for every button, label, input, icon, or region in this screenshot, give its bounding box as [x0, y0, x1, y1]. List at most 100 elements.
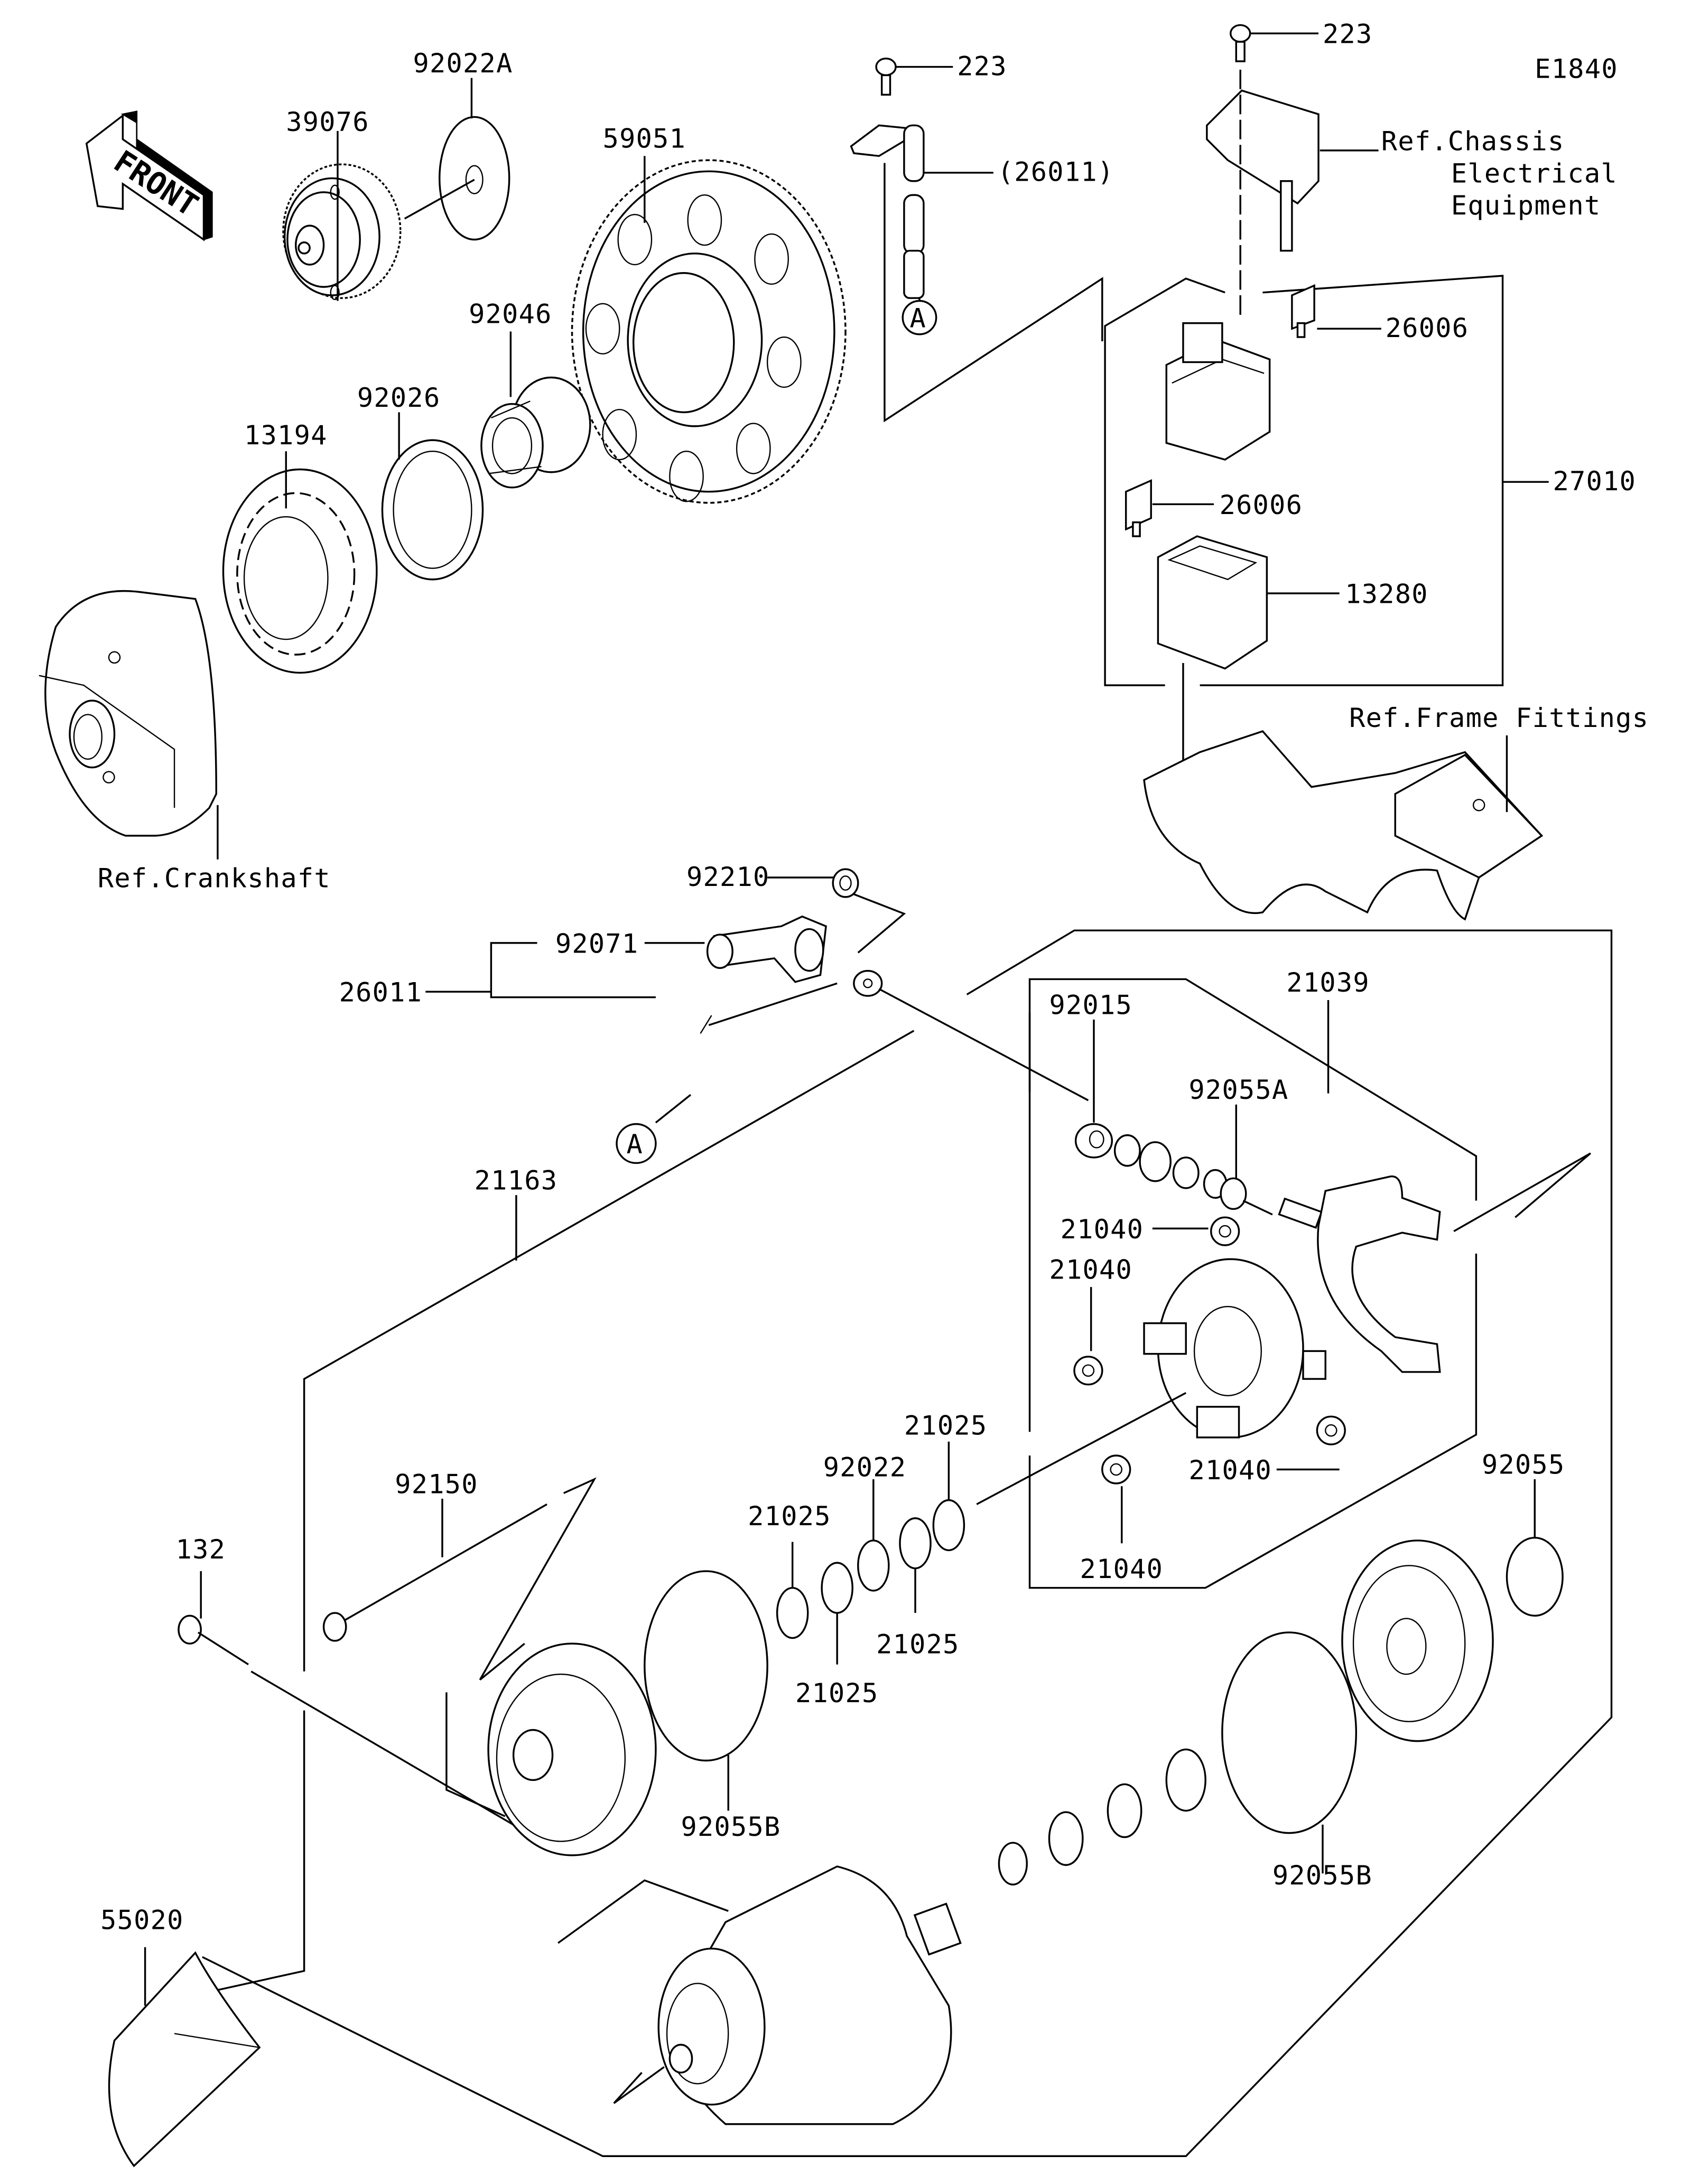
brush-group-outline [1028, 1253, 1478, 1589]
washer-inner [393, 451, 472, 569]
brush-plate [1143, 1258, 1326, 1439]
cable-26011-top [850, 124, 925, 299]
spring-21040-a [1210, 1216, 1240, 1246]
cable-26011 [700, 969, 883, 1034]
part-label-13280[interactable]: 13280 [1345, 578, 1428, 610]
part-label-26006-bottom[interactable]: 26006 [1220, 489, 1303, 520]
starter-armature [657, 1865, 962, 2125]
part-label-21163[interactable]: 21163 [475, 1165, 558, 1196]
bolt-132 [178, 1614, 249, 1666]
washer [1048, 1811, 1084, 1866]
part-label-92210[interactable]: 92210 [686, 861, 770, 892]
ref-chassis-line1[interactable]: Ref.Chassis [1381, 126, 1565, 157]
washer-hole [465, 165, 484, 194]
part-label-26006-top[interactable]: 26006 [1386, 312, 1469, 343]
fuse-26006-top [1291, 284, 1315, 338]
ref-frame-fittings[interactable]: Ref.Frame Fittings [1349, 702, 1649, 733]
relay-group-bracket [1104, 277, 1225, 686]
part-label-21040-d[interactable]: 21040 [1080, 1553, 1164, 1584]
nut-92015 [1074, 1123, 1113, 1159]
washer-92022A [438, 116, 510, 241]
part-label-21040-a[interactable]: 21040 [1061, 1214, 1144, 1245]
clutch-13194 [222, 468, 378, 674]
part-label-92055A[interactable]: 92055A [1189, 1074, 1289, 1105]
gear-39076 [282, 163, 402, 301]
nut-92210 [832, 868, 859, 898]
ref-chassis-line3[interactable]: Equipment [1451, 190, 1601, 221]
leader-bracket [490, 942, 656, 998]
part-label-92150[interactable]: 92150 [395, 1468, 478, 1499]
part-label-21039[interactable]: 21039 [1286, 967, 1370, 998]
screw-223-left [875, 58, 897, 96]
part-label-92055[interactable]: 92055 [1482, 1449, 1565, 1480]
part-label-39076[interactable]: 39076 [286, 106, 369, 137]
washer-21025-d [932, 1499, 965, 1552]
relay-group-bracket [1200, 275, 1504, 686]
spring-21040-d [1101, 1454, 1131, 1485]
part-label-92071[interactable]: 92071 [555, 928, 639, 959]
leader [655, 1094, 692, 1124]
part-label-92026[interactable]: 92026 [357, 382, 441, 413]
part-label-92022A[interactable]: 92022A [413, 48, 513, 79]
oring-92055 [1506, 1536, 1564, 1617]
leader [878, 988, 1089, 1102]
front-cover [487, 1642, 657, 1856]
part-label-27010[interactable]: 27010 [1553, 465, 1637, 497]
leader [445, 1692, 506, 1817]
washer [1107, 1783, 1142, 1838]
leader [558, 1879, 729, 1944]
part-label-13194[interactable]: 13194 [244, 419, 328, 451]
terminal-cover [1206, 89, 1320, 252]
bearing-92046 [480, 376, 591, 489]
part-label-21025-a[interactable]: 21025 [748, 1500, 831, 1532]
fuse-26006-bottom [1125, 479, 1152, 537]
part-label-21025-b[interactable]: 21025 [795, 1677, 879, 1709]
yoke-55020 [108, 1951, 261, 2168]
leader [884, 163, 1103, 423]
terminal-bolt-bracket [1278, 1175, 1441, 1373]
part-label-92022[interactable]: 92022 [823, 1452, 907, 1483]
spring-21040-b [1073, 1356, 1103, 1386]
leader [404, 179, 475, 220]
washer-92022 [857, 1539, 890, 1592]
leader [976, 1392, 1187, 1505]
screw-223-right [1229, 24, 1251, 62]
connector-a-bottom-label: A [626, 1128, 643, 1160]
connector-a-top-label: A [909, 303, 926, 334]
washer-21025-c [899, 1517, 932, 1570]
part-label-132[interactable]: 132 [176, 1534, 226, 1565]
bolt-92150 [322, 1503, 547, 1642]
part-label-92015[interactable]: 92015 [1049, 989, 1132, 1020]
washer-21025-b [821, 1562, 853, 1614]
starter-relay [1165, 322, 1271, 461]
spring-21040-c [1316, 1415, 1346, 1445]
part-label-21025-c[interactable]: 21025 [876, 1629, 960, 1660]
part-label-92046[interactable]: 92046 [469, 298, 552, 330]
ref-crankshaft[interactable]: Ref.Crankshaft [98, 862, 331, 893]
leader [1242, 1200, 1273, 1216]
part-label-26011-paren[interactable]: (26011) [998, 156, 1114, 188]
front-arrow-icon: FRONT [85, 110, 213, 241]
part-label-26011[interactable]: 26011 [339, 977, 423, 1008]
part-label-21040-b[interactable]: 21040 [1049, 1254, 1132, 1285]
oring-92055B-left [644, 1570, 768, 1762]
washer [998, 1842, 1028, 1886]
rear-cover [1341, 1539, 1494, 1742]
part-label-21040-c[interactable]: 21040 [1189, 1454, 1272, 1486]
leader [853, 893, 906, 954]
frame-fitting-reference [1143, 730, 1544, 921]
ref-chassis-line2[interactable]: Electrical [1451, 157, 1618, 189]
starter-group-outline [202, 929, 1613, 2157]
rotor-crankshaft-reference [39, 590, 217, 837]
part-label-92055B-right[interactable]: 92055B [1272, 1860, 1372, 1891]
boot-92071 [706, 915, 827, 983]
part-label-223-left[interactable]: 223 [957, 50, 1007, 81]
leader [479, 1477, 597, 1681]
part-label-21025-d[interactable]: 21025 [904, 1410, 988, 1441]
part-label-92055B-left[interactable]: 92055B [681, 1811, 781, 1842]
part-label-59051[interactable]: 59051 [603, 123, 686, 154]
oring-92055A [1220, 1177, 1247, 1210]
part-label-223-right[interactable]: 223 [1323, 18, 1373, 50]
part-label-55020[interactable]: 55020 [100, 1905, 184, 1936]
